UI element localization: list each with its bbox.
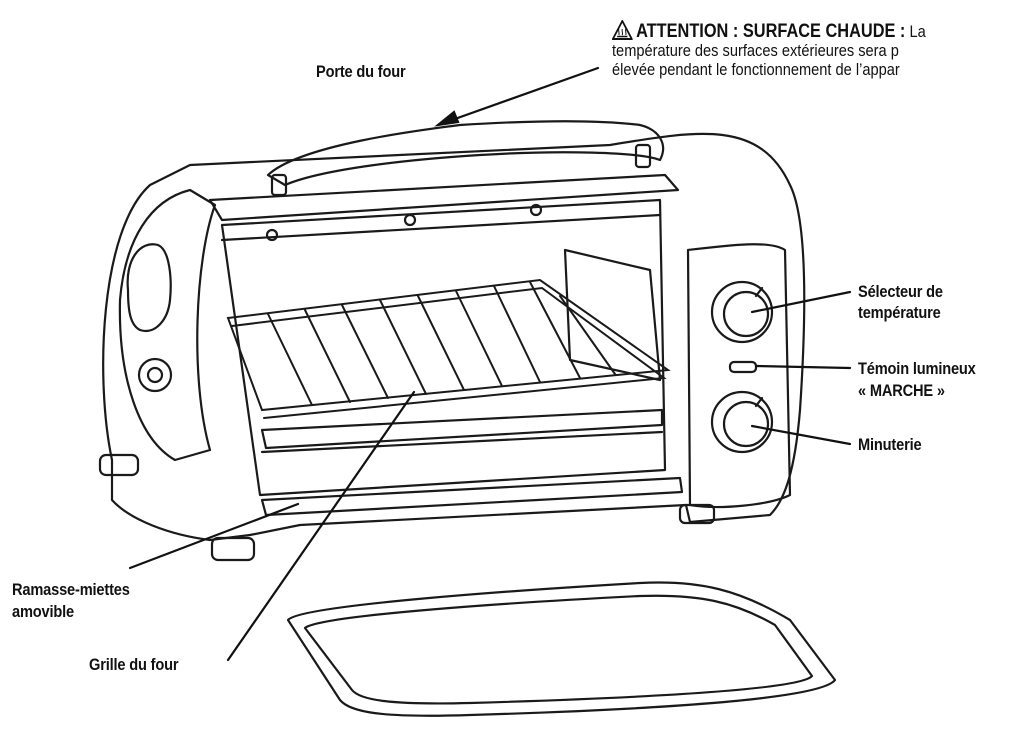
left-side-panel (118, 188, 217, 462)
power-light (728, 360, 758, 374)
warning-line-2: température des surfaces extérieures ser… (612, 41, 899, 60)
left-knob (137, 357, 173, 393)
label-power-light-line2: « MARCHE » (858, 381, 945, 400)
warning-line-3: élevée pendant le fonctionnement de l’ap… (612, 60, 900, 79)
label-power-light-line1: Témoin lumineux (858, 359, 976, 378)
label-crumb-tray-line2: amovible (12, 602, 75, 621)
label-oven-rack: Grille du four (89, 655, 179, 674)
leader-oven-door (436, 66, 600, 127)
leader-temp-selector (750, 290, 852, 314)
label-temp-selector-line2: température (858, 303, 941, 322)
label-temp-selector-line1: Sélecteur de (858, 282, 943, 301)
oven-interior (220, 198, 667, 497)
warning-triangle-icon (612, 20, 633, 40)
warning-title-tail: La (909, 22, 926, 41)
door-handle (266, 120, 665, 187)
hot-surface-warning: ATTENTION : SURFACE CHAUDE : La températ… (612, 20, 973, 79)
warning-title: ATTENTION : SURFACE CHAUDE : (636, 21, 906, 42)
leader-timer (750, 424, 852, 446)
control-panel (686, 243, 792, 509)
door-top-frame (208, 173, 680, 222)
left-handle (126, 243, 172, 333)
timer-knob (710, 390, 774, 454)
temperature-knob (710, 280, 774, 344)
leader-power-light (754, 364, 852, 370)
crumb-tray (260, 476, 684, 517)
leader-crumb-tray (128, 502, 300, 570)
leader-oven-rack (226, 390, 416, 662)
front-foot (210, 536, 256, 562)
leader-oven-door-arrow (434, 110, 460, 127)
oven-body (102, 132, 806, 542)
label-oven-door: Porte du four (316, 62, 406, 81)
label-crumb-tray-line1: Ramasse-miettes (12, 580, 130, 599)
baking-tray (286, 581, 837, 717)
oven-rack (226, 278, 671, 419)
label-timer: Minuterie (858, 435, 922, 454)
